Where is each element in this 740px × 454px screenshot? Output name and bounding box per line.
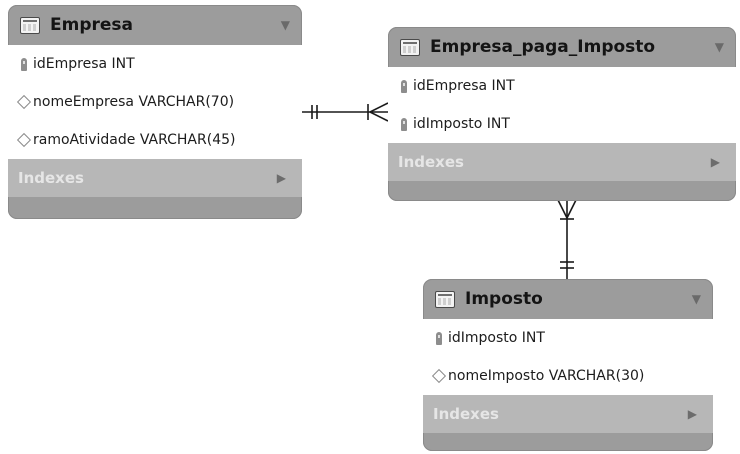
- table-icon: [400, 38, 420, 56]
- table-empresa-paga-imposto[interactable]: Empresa_paga_Imposto ▼ idEmpresa INT idI…: [388, 27, 736, 201]
- table-header[interactable]: Imposto ▼: [423, 279, 713, 319]
- column-row[interactable]: nomeEmpresa VARCHAR(70): [8, 83, 302, 121]
- indexes-section[interactable]: Indexes ▶: [423, 395, 713, 433]
- indexes-section[interactable]: Indexes ▶: [388, 143, 736, 181]
- indexes-label: Indexes: [398, 153, 464, 171]
- collapse-icon[interactable]: ▼: [280, 18, 290, 32]
- key-icon: [21, 57, 27, 71]
- diamond-icon: [431, 368, 447, 384]
- column-row[interactable]: idImposto INT: [423, 319, 713, 357]
- table-name: Empresa_paga_Imposto: [430, 37, 656, 57]
- column-label: ramoAtividade VARCHAR(45): [33, 132, 236, 148]
- diamond-icon: [16, 132, 32, 148]
- column-label: nomeEmpresa VARCHAR(70): [33, 94, 235, 110]
- column-row[interactable]: nomeImposto VARCHAR(30): [423, 357, 713, 395]
- key-icon: [401, 117, 407, 131]
- table-icon: [435, 290, 455, 308]
- column-label: idEmpresa INT: [413, 78, 515, 94]
- column-label: idImposto INT: [448, 330, 545, 346]
- table-header[interactable]: Empresa ▼: [8, 5, 302, 45]
- collapse-icon[interactable]: ▼: [714, 40, 724, 54]
- table-icon: [20, 16, 40, 34]
- column-row[interactable]: idEmpresa INT: [388, 67, 736, 105]
- column-row[interactable]: idEmpresa INT: [8, 45, 302, 83]
- column-label: idImposto INT: [413, 116, 510, 132]
- indexes-label: Indexes: [433, 405, 499, 423]
- indexes-label: Indexes: [18, 169, 84, 187]
- column-label: nomeImposto VARCHAR(30): [448, 368, 645, 384]
- diamond-icon: [16, 94, 32, 110]
- key-icon: [401, 79, 407, 93]
- table-empresa[interactable]: Empresa ▼ idEmpresa INT nomeEmpresa VARC…: [8, 5, 302, 219]
- expand-arrow-icon[interactable]: ▶: [710, 155, 720, 169]
- expand-arrow-icon[interactable]: ▶: [276, 171, 286, 185]
- column-row[interactable]: ramoAtividade VARCHAR(45): [8, 121, 302, 159]
- table-header[interactable]: Empresa_paga_Imposto ▼: [388, 27, 736, 67]
- table-name: Empresa: [50, 15, 133, 35]
- relationship-imposto-associativa: [557, 199, 577, 279]
- column-row[interactable]: idImposto INT: [388, 105, 736, 143]
- relationship-empresa-associativa: [302, 102, 389, 122]
- table-imposto[interactable]: Imposto ▼ idImposto INT nomeImposto VARC…: [423, 279, 713, 451]
- columns-list: idEmpresa INT nomeEmpresa VARCHAR(70) ra…: [8, 45, 302, 159]
- table-name: Imposto: [465, 289, 543, 309]
- columns-list: idEmpresa INT idImposto INT: [388, 67, 736, 143]
- column-label: idEmpresa INT: [33, 56, 135, 72]
- expand-arrow-icon[interactable]: ▶: [687, 407, 697, 421]
- indexes-section[interactable]: Indexes ▶: [8, 159, 302, 197]
- key-icon: [436, 331, 442, 345]
- columns-list: idImposto INT nomeImposto VARCHAR(30): [423, 319, 713, 395]
- collapse-icon[interactable]: ▼: [691, 292, 701, 306]
